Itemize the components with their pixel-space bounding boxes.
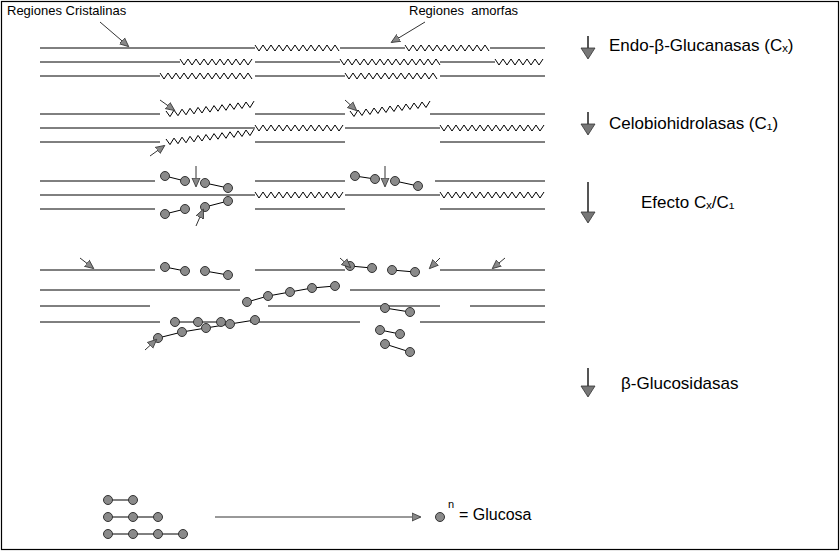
glucose-units bbox=[104, 172, 445, 539]
amorphous-zigzag bbox=[495, 59, 543, 65]
legend-text: = Glucosa bbox=[458, 506, 532, 524]
enzyme-label: β-Glucosidasas bbox=[620, 374, 740, 394]
amorphous-zigzag bbox=[350, 101, 430, 117]
amorphous-zigzag bbox=[405, 45, 489, 51]
amorphous-zigzag bbox=[166, 129, 254, 145]
region-label: Regiones Cristalinas bbox=[6, 4, 127, 19]
amorphous-zigzag bbox=[160, 73, 252, 79]
amorphous-zigzag bbox=[166, 101, 254, 117]
stage-arrows bbox=[587, 36, 589, 396]
amorphous-zigzag bbox=[340, 59, 440, 65]
glucose-chains bbox=[108, 176, 418, 534]
amorphous-zigzag bbox=[345, 73, 437, 79]
enzyme-label: Celobiohidrolasas (C₁) bbox=[608, 114, 779, 134]
amorphous-zigzag bbox=[440, 125, 544, 131]
region-label: Regiones amorfas bbox=[408, 4, 519, 19]
leader-line bbox=[392, 22, 425, 42]
effect-label: Efecto Cₓ/C₁ bbox=[640, 193, 736, 213]
leader-line bbox=[100, 22, 128, 46]
amorphous-zigzag bbox=[180, 59, 252, 65]
amorphous-zigzag bbox=[440, 192, 544, 198]
superscript-n: n bbox=[447, 498, 455, 511]
amorphous-zigzag bbox=[255, 192, 343, 198]
conversion-arrow bbox=[215, 517, 420, 518]
amorphous-zigzag bbox=[255, 45, 339, 51]
crystalline-chains bbox=[40, 48, 545, 322]
attack-arrows bbox=[80, 100, 505, 350]
enzyme-label: Endo-β-Glucanasas (Cₓ) bbox=[608, 36, 794, 56]
amorphous-regions bbox=[160, 45, 544, 198]
amorphous-zigzag bbox=[255, 125, 343, 131]
